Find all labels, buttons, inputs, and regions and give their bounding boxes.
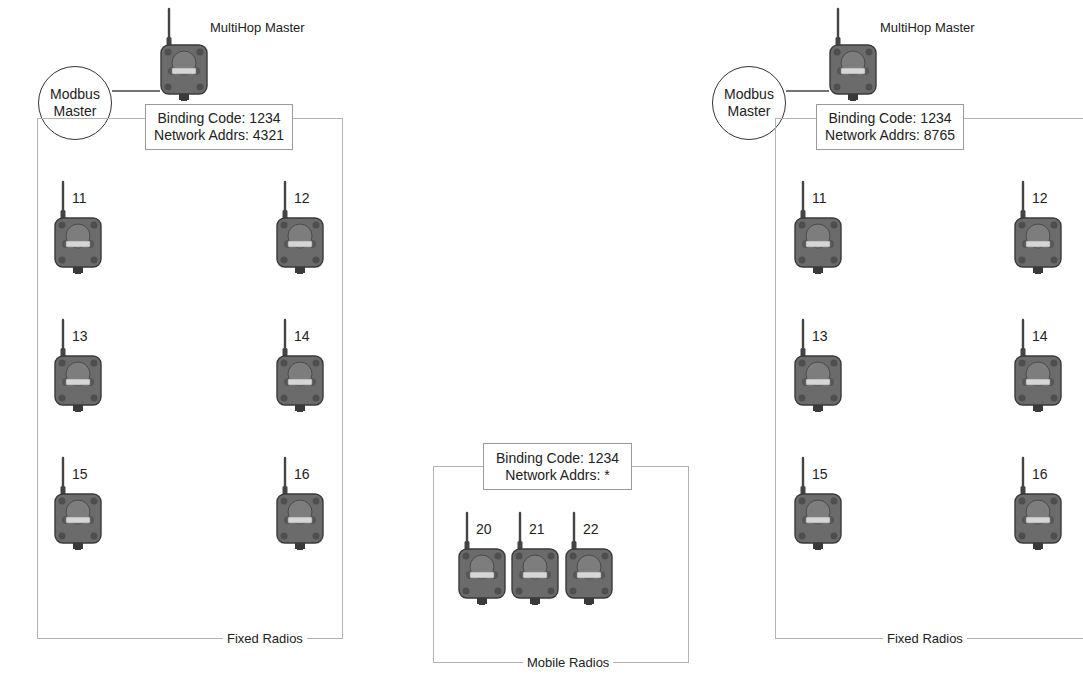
binding-text: Network Addrs: 8765 xyxy=(825,127,955,144)
radio-group: Fixed Radios111213141516 xyxy=(37,118,343,639)
radio-node: 14 xyxy=(1014,318,1062,412)
binding-box: Binding Code: 1234Network Addrs: 8765 xyxy=(816,104,964,150)
radio-node: 22 xyxy=(565,511,613,605)
master-label: Modbus Master xyxy=(720,86,778,120)
group-label: Fixed Radios xyxy=(223,630,307,647)
callout-number: 16 xyxy=(1032,466,1048,483)
radio-illustration xyxy=(829,7,877,101)
radio-node: 14 xyxy=(276,318,324,412)
radio-node: 16 xyxy=(276,456,324,550)
radio-node: MultiHop Master xyxy=(829,7,877,101)
radio-illustration xyxy=(160,7,208,101)
binding-text: Network Addrs: * xyxy=(505,467,609,484)
callout-number: 21 xyxy=(529,521,545,538)
callout-number: 20 xyxy=(476,521,492,538)
binding-box: Binding Code: 1234Network Addrs: * xyxy=(483,443,632,490)
radio-node: 13 xyxy=(54,318,102,412)
binding-text: Binding Code: 1234 xyxy=(158,110,281,127)
radio-node: 21 xyxy=(511,511,559,605)
group-label: Fixed Radios xyxy=(883,630,967,647)
binding-text: Binding Code: 1234 xyxy=(829,110,952,127)
callout-number: 16 xyxy=(294,466,310,483)
radio-node: 13 xyxy=(794,318,842,412)
radio-node: 12 xyxy=(1014,180,1062,274)
radio-node: 16 xyxy=(1014,456,1062,550)
callout-number: 11 xyxy=(72,190,87,207)
radio-node: MultiHop Master xyxy=(160,7,208,101)
radio-group: Mobile Radios202122 xyxy=(433,466,689,663)
callout-number: 13 xyxy=(72,328,88,345)
callout-number: 12 xyxy=(294,190,310,207)
radio-group: Fixed Radios111213141516 xyxy=(775,118,1083,639)
callout-number: 13 xyxy=(812,328,828,345)
binding-text: Binding Code: 1234 xyxy=(496,450,619,467)
callout-number: 15 xyxy=(72,466,88,483)
callout-number: 14 xyxy=(1032,328,1048,345)
connector-line xyxy=(786,90,829,92)
radio-title: MultiHop Master xyxy=(880,19,975,36)
master-circle: Modbus Master xyxy=(38,66,112,140)
radio-title: MultiHop Master xyxy=(210,19,305,36)
radio-node: 15 xyxy=(54,456,102,550)
binding-text: Network Addrs: 4321 xyxy=(154,127,284,144)
radio-node: 12 xyxy=(276,180,324,274)
connector-line xyxy=(112,90,160,92)
radio-node: 15 xyxy=(794,456,842,550)
radio-node: 11 xyxy=(794,180,842,274)
callout-number: 14 xyxy=(294,328,310,345)
callout-number: 15 xyxy=(812,466,828,483)
radio-node: 20 xyxy=(458,511,506,605)
group-label: Mobile Radios xyxy=(523,654,613,671)
radio-node: 11 xyxy=(54,180,102,274)
callout-number: 22 xyxy=(583,521,599,538)
callout-number: 11 xyxy=(812,190,827,207)
master-label: Modbus Master xyxy=(46,86,104,120)
callout-number: 12 xyxy=(1032,190,1048,207)
binding-box: Binding Code: 1234Network Addrs: 4321 xyxy=(145,104,293,150)
